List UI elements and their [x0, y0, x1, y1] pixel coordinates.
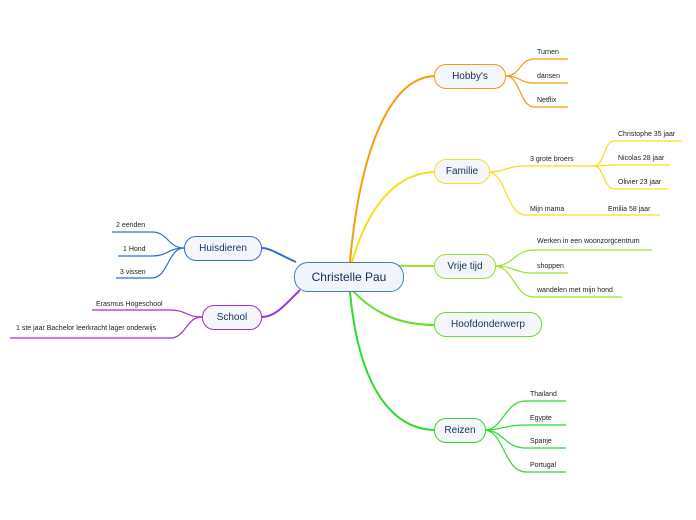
topic-hobbys-label: Hobby's	[452, 71, 488, 82]
familie-leaf-lines	[487, 140, 682, 216]
connector-hobbys	[349, 75, 437, 263]
reizen-item[interactable]: Portugal	[530, 462, 557, 469]
topic-huisdieren-label: Huisdieren	[199, 243, 247, 254]
familie-subtopic-mama[interactable]: Mijn mama	[530, 206, 565, 213]
huisdieren-leaf-lines	[112, 231, 185, 279]
school-item[interactable]: Erasmus Hogeschool	[96, 301, 163, 308]
connector-hoofdonderwerp	[351, 289, 437, 326]
vrije-tijd-item[interactable]: wandelen met mijn hond	[537, 287, 613, 294]
hobbys-item[interactable]: dansen	[537, 73, 560, 80]
familie-brother[interactable]: Nicolas 28 jaar	[618, 155, 665, 162]
reizen-item[interactable]: Spanje	[530, 438, 552, 445]
familie-brother[interactable]: Olivier 23 jaar	[618, 179, 662, 186]
hobbys-leaf-lines	[505, 58, 568, 108]
topic-reizen[interactable]: Reizen	[434, 418, 486, 443]
topic-familie[interactable]: Familie	[434, 159, 490, 184]
topic-hobbys[interactable]: Hobby's	[434, 64, 506, 89]
topic-vrije-tijd[interactable]: Vrije tijd	[434, 254, 496, 279]
vrije-tijd-leaf-lines	[493, 249, 652, 298]
central-topic-label: Christelle Pau	[311, 270, 387, 284]
connector-reizen	[349, 291, 437, 431]
connector-familie	[351, 171, 437, 263]
topic-school[interactable]: School	[202, 305, 262, 330]
topic-vrije-tijd-label: Vrije tijd	[447, 261, 483, 272]
school-item[interactable]: 1 ste jaar Bachelor leerkracht lager ond…	[16, 325, 157, 332]
central-topic[interactable]: Christelle Pau	[294, 262, 404, 292]
huisdieren-item[interactable]: 2 eenden	[116, 222, 146, 229]
topic-hoofdonderwerp-label: Hoofdonderwerp	[451, 319, 525, 330]
reizen-item[interactable]: Egypte	[530, 415, 552, 422]
topic-huisdieren[interactable]: Huisdieren	[184, 236, 262, 261]
reizen-item[interactable]: Thailand	[530, 391, 557, 398]
vrije-tijd-item[interactable]: Werken in een woonzorgcentrum	[537, 238, 640, 245]
topic-school-label: School	[216, 312, 248, 323]
topic-reizen-label: Reizen	[444, 425, 476, 436]
school-leaf-lines	[10, 309, 203, 339]
huisdieren-item[interactable]: 3 vissen	[120, 269, 146, 276]
hobbys-item[interactable]: Netflix	[537, 97, 557, 104]
familie-brother[interactable]: Christophe 35 jaar	[618, 131, 676, 138]
topic-familie-label: Familie	[445, 166, 479, 177]
vrije-tijd-item[interactable]: shoppen	[537, 263, 564, 270]
huisdieren-item[interactable]: 1 Hond	[123, 246, 146, 253]
connector-school	[261, 289, 301, 318]
familie-subtopic-brothers[interactable]: 3 grote broers	[530, 156, 574, 163]
topic-hoofdonderwerp[interactable]: Hoofdonderwerp	[434, 312, 542, 337]
connector-huisdieren	[261, 247, 297, 263]
familie-mama[interactable]: Emilia 58 jaar	[608, 206, 651, 213]
reizen-leaf-lines	[483, 400, 566, 473]
hobbys-item[interactable]: Turnen	[537, 49, 559, 56]
